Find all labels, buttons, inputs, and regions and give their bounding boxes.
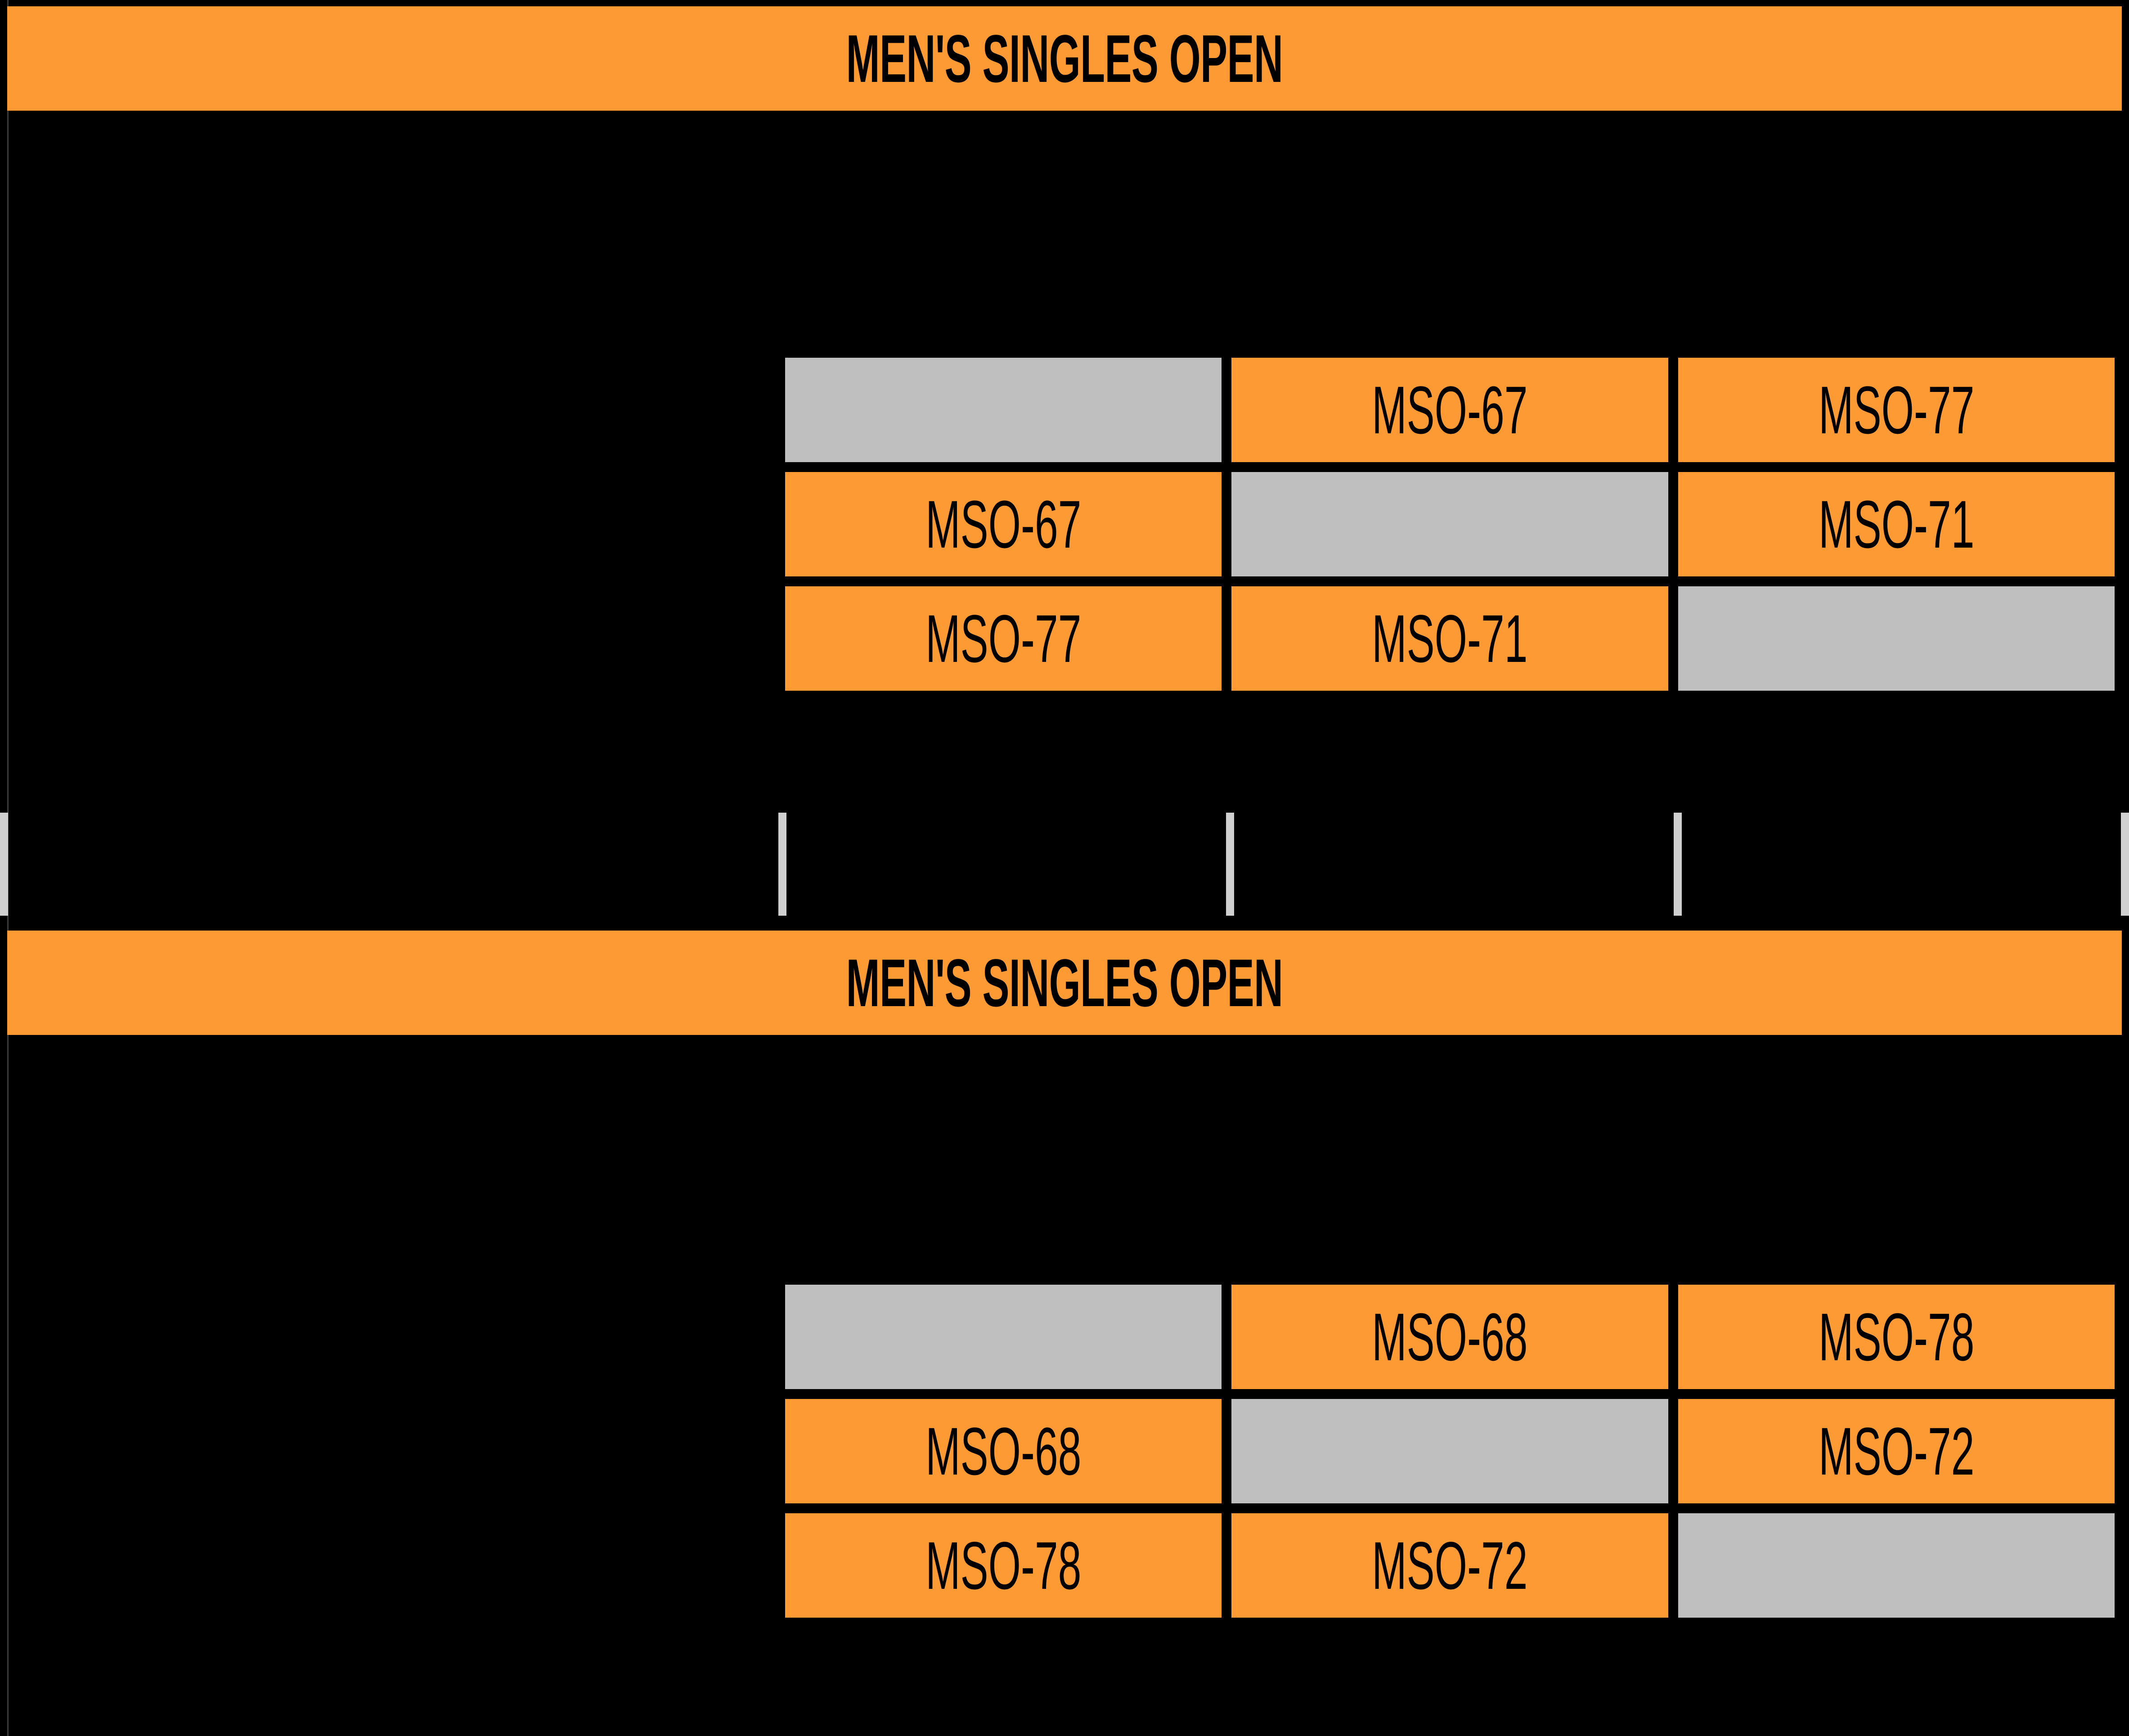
matrix-cell-r3c2[interactable]: MSO-71 — [1231, 586, 1668, 691]
matrix-cell-r2c3[interactable]: MSO-71 — [1678, 472, 2115, 576]
separator-tick-5 — [2121, 813, 2129, 916]
matrix-cell-r2c2 — [1231, 472, 1668, 576]
matrix-cell-label: MSO-71 — [1818, 486, 1974, 562]
match-matrix-2: MSO-68 MSO-78 MSO-68 MSO-72 MSO-78 MSO-7… — [785, 1285, 2115, 1618]
matrix-cell-r2c1[interactable]: MSO-68 — [785, 1399, 1222, 1503]
matrix-cell-label: MSO-78 — [1818, 1299, 1974, 1375]
matrix-cell-r1c2[interactable]: MSO-68 — [1231, 1285, 1668, 1389]
matrix-cell-r3c3 — [1678, 1513, 2115, 1618]
matrix-cell-label: MSO-68 — [925, 1413, 1082, 1489]
matrix-cell-label: MSO-67 — [1372, 372, 1528, 448]
matrix-cell-r1c3[interactable]: MSO-77 — [1678, 358, 2115, 462]
event-banner-2: MEN'S SINGLES OPEN — [7, 931, 2122, 1035]
matrix-cell-label: MSO-72 — [1818, 1413, 1974, 1489]
matrix-cell-label: MSO-72 — [1372, 1528, 1528, 1603]
separator-tick-2 — [778, 813, 786, 916]
matrix-cell-label: MSO-71 — [1372, 601, 1528, 676]
match-matrix-1: MSO-67 MSO-77 MSO-67 MSO-71 MSO-77 MSO-7… — [785, 358, 2115, 691]
event-title-2: MEN'S SINGLES OPEN — [846, 945, 1283, 1021]
matrix-cell-r2c3[interactable]: MSO-72 — [1678, 1399, 2115, 1503]
matrix-cell-r1c1 — [785, 1285, 1222, 1389]
matrix-cell-r3c1[interactable]: MSO-78 — [785, 1513, 1222, 1618]
matrix-cell-r1c2[interactable]: MSO-67 — [1231, 358, 1668, 462]
matrix-cell-r2c2 — [1231, 1399, 1668, 1503]
matrix-cell-r3c1[interactable]: MSO-77 — [785, 586, 1222, 691]
separator-tick-1 — [0, 813, 8, 916]
matrix-cell-r1c1 — [785, 358, 1222, 462]
matrix-cell-label: MSO-68 — [1372, 1299, 1528, 1375]
event-banner-1: MEN'S SINGLES OPEN — [7, 6, 2122, 111]
separator-tick-3 — [1226, 813, 1234, 916]
matrix-cell-r1c3[interactable]: MSO-78 — [1678, 1285, 2115, 1389]
matrix-cell-label: MSO-78 — [925, 1528, 1082, 1603]
matrix-cell-r3c3 — [1678, 586, 2115, 691]
event-title-1: MEN'S SINGLES OPEN — [846, 21, 1283, 96]
matrix-cell-label: MSO-67 — [925, 486, 1082, 562]
matrix-cell-r3c2[interactable]: MSO-72 — [1231, 1513, 1668, 1618]
matrix-cell-label: MSO-77 — [925, 601, 1082, 676]
matrix-cell-r2c1[interactable]: MSO-67 — [785, 472, 1222, 576]
separator-tick-4 — [1674, 813, 1682, 916]
matrix-cell-label: MSO-77 — [1818, 372, 1974, 448]
